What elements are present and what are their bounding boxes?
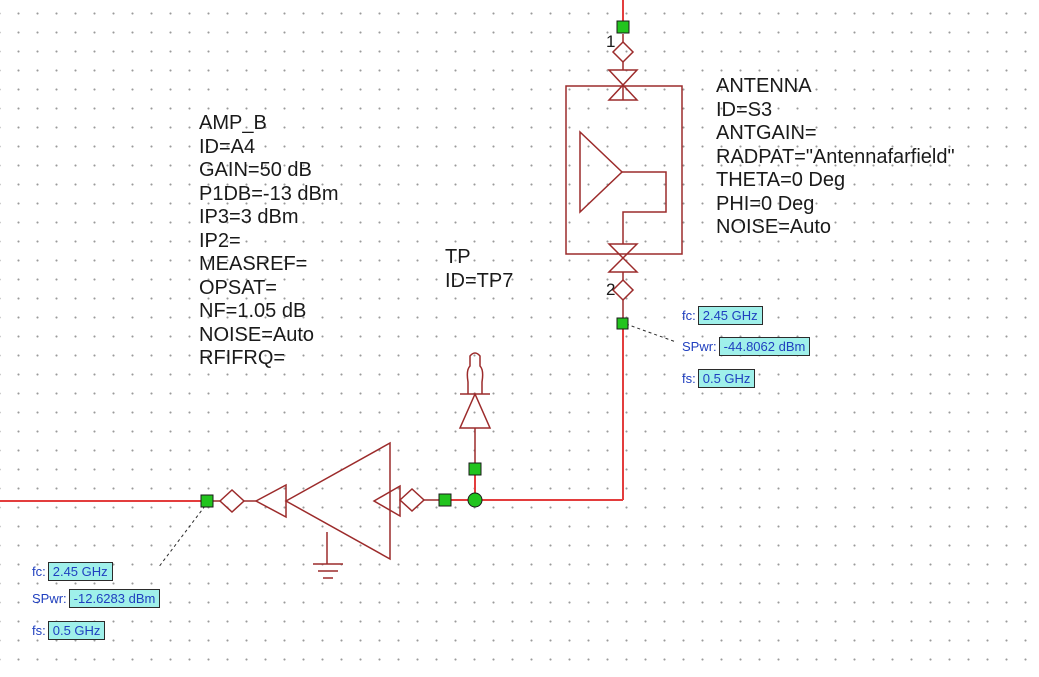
probe-amp-spwr-label: SPwr: [32, 591, 67, 606]
probe-amp-fc-row: fc: 2.45 GHz [32, 562, 113, 581]
antenna-symbol[interactable] [565, 34, 683, 318]
probe-antenna-fc-label: fc: [682, 308, 696, 323]
antenna-body-box [565, 85, 683, 255]
testpoint-name: TP [445, 246, 471, 268]
probe-amp-fc-value[interactable]: 2.45 GHz [47, 562, 113, 581]
amp-ip2: IP2= [199, 229, 241, 252]
probe-amp-fs-value[interactable]: 0.5 GHz [47, 621, 106, 640]
amp-gain: GAIN=50 dB [199, 159, 312, 181]
testpoint-id: ID=TP7 [445, 269, 514, 292]
antenna-inner-triangle [579, 130, 624, 214]
probe-antenna-fc-value[interactable]: 2.45 GHz [697, 306, 763, 325]
probe-amp-spwr-value[interactable]: -12.6283 dBm [68, 589, 161, 608]
probe-leader-antenna [625, 323, 677, 343]
testpoint-symbol[interactable] [458, 352, 492, 466]
probe-antenna-fs-row: fs: 0.5 GHz [682, 369, 756, 388]
amp-output-port-diamond [218, 488, 246, 514]
probe-antenna-spwr-label: SPwr: [682, 339, 717, 354]
testpoint-parameters[interactable]: TP ID=TP7 [445, 246, 513, 293]
amp-input-node [438, 493, 452, 507]
amplifier-symbol[interactable] [213, 441, 439, 579]
amp-opsat: OPSAT= [199, 276, 277, 299]
amp-input-triangle [372, 484, 401, 518]
probe-leader-amp [157, 505, 206, 569]
amp-input-port-diamond [398, 487, 426, 513]
amp-output-triangle [254, 483, 287, 519]
amp-body-triangle [284, 441, 391, 561]
antenna-theta: THETA=0 Deg [716, 169, 846, 191]
amp-nf: NF=1.05 dB [199, 300, 307, 322]
antenna-name: ANTENNA [716, 75, 812, 97]
probe-antenna-fs-value[interactable]: 0.5 GHz [697, 369, 756, 388]
testpoint-node [468, 462, 482, 476]
testpoint-probe-head [466, 352, 484, 394]
probe-antenna-fs-label: fs: [682, 371, 696, 386]
antenna-port1-diamond [611, 40, 635, 64]
antenna-port2-node [616, 317, 629, 330]
amp-noise: NOISE=Auto [199, 323, 315, 346]
amp-parameters[interactable]: AMP_B ID=A4 GAIN=50 dB P1DB=-13 dBm IP3=… [199, 112, 339, 371]
antenna-id: ID=S3 [716, 98, 773, 121]
probe-leaders [157, 323, 677, 569]
junction-node [467, 492, 483, 508]
probe-amp-fs-label: fs: [32, 623, 46, 638]
probe-amp-fs-row: fs: 0.5 GHz [32, 621, 106, 640]
amp-output-node [200, 494, 214, 508]
amp-p1db: P1DB=-13 dBm [199, 182, 339, 205]
probe-amp-fc-label: fc: [32, 564, 46, 579]
amp-rfifrq: RFIFRQ= [199, 347, 286, 369]
connection-nodes[interactable] [200, 20, 630, 508]
probe-antenna-spwr-value[interactable]: -44.8062 dBm [718, 337, 811, 356]
antenna-port2-diamond [611, 278, 635, 302]
antenna-phi: PHI=0 Deg [716, 192, 815, 215]
antenna-pin1-label: 1 [606, 32, 615, 51]
probe-amp-spwr-row: SPwr: -12.6283 dBm [32, 589, 161, 608]
antenna-pin2-label: 2 [606, 280, 615, 299]
amp-id: ID=A4 [199, 135, 256, 158]
antenna-noise: NOISE=Auto [716, 216, 832, 238]
antenna-gain: ANTGAIN= [716, 122, 817, 144]
testpoint-triangle [458, 392, 492, 429]
probe-antenna-fc-row: fc: 2.45 GHz [682, 306, 763, 325]
antenna-parameters[interactable]: ANTENNA ID=S3 ANTGAIN= RADPAT="Antennafa… [716, 75, 955, 240]
amp-ip3: IP3=3 dBm [199, 206, 299, 228]
amp-name: AMP_B [199, 112, 267, 134]
amp-measref: MEASREF= [199, 253, 308, 275]
probe-antenna-spwr-row: SPwr: -44.8062 dBm [682, 337, 811, 356]
antenna-radpat: RADPAT="Antennafarfield" [716, 145, 955, 168]
antenna-port1-node [616, 20, 630, 34]
